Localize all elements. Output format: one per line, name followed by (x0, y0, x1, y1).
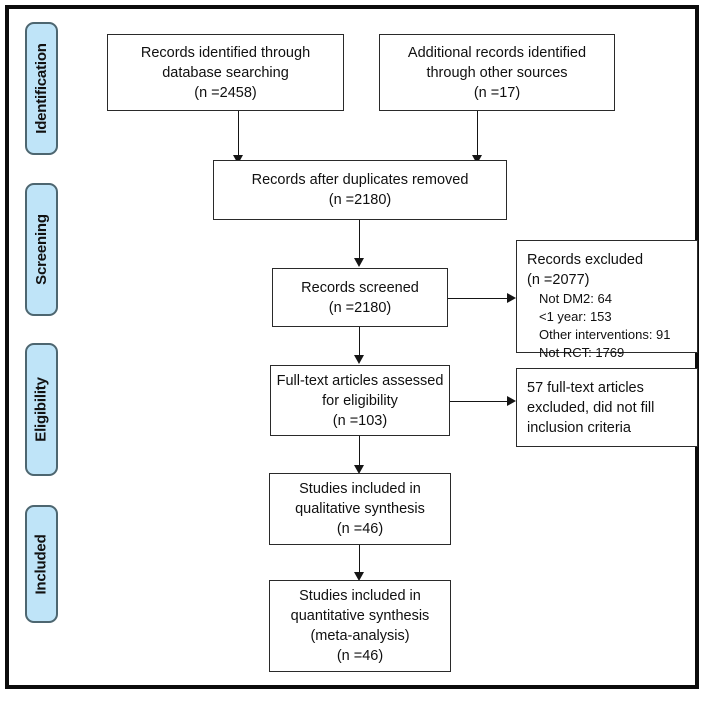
phase-tab-identification[interactable]: Identification (25, 22, 58, 155)
node-line: Studies included in (299, 588, 421, 604)
node-records-excluded: Records excluded (n =2077) Not DM2: 64 <… (516, 240, 698, 360)
phase-tab-screening[interactable]: Screening (25, 183, 58, 316)
node-line: (n =2180) (328, 299, 392, 316)
node-line: inclusion criteria (527, 420, 631, 436)
node-line: Additional records identified (407, 44, 587, 61)
node-fulltext-articles-excluded: 57 full-text articles excluded, did not … (516, 368, 698, 447)
arrowhead-qualitative-to-quantitative (353, 572, 364, 581)
connector-duplicates-to-screened (359, 220, 360, 261)
connector-qualitative-to-quantitative (359, 545, 360, 575)
node-line: database searching (162, 64, 289, 81)
connector-database-to-duplicates (238, 111, 239, 158)
phase-tab-included-label: Included (33, 533, 51, 595)
node-line: through other sources (426, 64, 568, 81)
connector-screened-to-excluded (448, 298, 509, 299)
node-records-identified-database-searching: Records identified through database sear… (107, 34, 344, 111)
arrowhead-fulltext-to-qualitative (353, 465, 364, 474)
node-line: Studies included in (299, 481, 421, 497)
node-line: (n =17) (473, 84, 521, 101)
node-line: (meta-analysis) (310, 628, 410, 644)
node-line: Records excluded (527, 252, 644, 268)
node-line: Records identified through (140, 44, 311, 61)
arrowhead-fulltext-to-excluded (507, 395, 516, 406)
phase-tab-eligibility[interactable]: Eligibility (25, 343, 58, 476)
node-fulltext-articles-assessed: Full-text articles assessed for eligibil… (270, 365, 450, 436)
arrowhead-duplicates-to-screened (353, 258, 364, 267)
phase-tab-included[interactable]: Included (25, 505, 58, 623)
node-studies-included-quantitative-synthesis: Studies included in quantitative synthes… (269, 580, 451, 672)
node-records-screened: Records screened (n =2180) (272, 268, 448, 327)
arrowhead-other-sources-to-duplicates (471, 155, 482, 164)
node-line: (n =46) (336, 521, 384, 537)
connector-fulltext-to-excluded (450, 401, 509, 402)
node-line: (n =46) (336, 648, 384, 664)
node-exclusion-reason: Other interventions: 91 (539, 327, 671, 342)
node-line: Records after duplicates removed (251, 172, 469, 188)
arrowhead-database-to-duplicates (232, 155, 243, 164)
node-line: for eligibility (322, 392, 398, 409)
node-exclusion-reason: Not DM2: 64 (539, 291, 612, 306)
arrowhead-screened-to-fulltext (353, 355, 364, 364)
phase-tab-eligibility-label: Eligibility (33, 377, 51, 442)
connector-fulltext-to-qualitative (359, 436, 360, 468)
node-line: (n =2180) (328, 192, 392, 208)
node-line: excluded, did not fill (527, 400, 655, 416)
phase-tab-screening-label: Screening (33, 214, 51, 285)
node-line: (n =2458) (194, 84, 257, 101)
connector-other-sources-to-duplicates (477, 111, 478, 158)
node-line: Full-text articles assessed (276, 372, 444, 389)
arrowhead-screened-to-excluded (507, 292, 516, 303)
node-line: (n =103) (332, 412, 388, 429)
node-studies-included-qualitative-synthesis: Studies included in qualitative synthesi… (269, 473, 451, 545)
node-exclusion-reason: Not RCT: 1769 (539, 345, 625, 360)
node-line: quantitative synthesis (290, 608, 430, 624)
node-exclusion-reason: <1 year: 153 (539, 309, 612, 324)
phase-tab-identification-label: Identification (33, 43, 51, 134)
node-records-after-duplicates-removed: Records after duplicates removed (n =218… (213, 160, 507, 220)
node-line: (n =2077) (527, 272, 590, 288)
node-line: qualitative synthesis (295, 501, 425, 517)
node-line: Records screened (301, 279, 419, 296)
connector-screened-to-fulltext (359, 327, 360, 357)
node-additional-records-other-sources: Additional records identified through ot… (379, 34, 615, 111)
node-line: 57 full-text articles (527, 380, 644, 396)
